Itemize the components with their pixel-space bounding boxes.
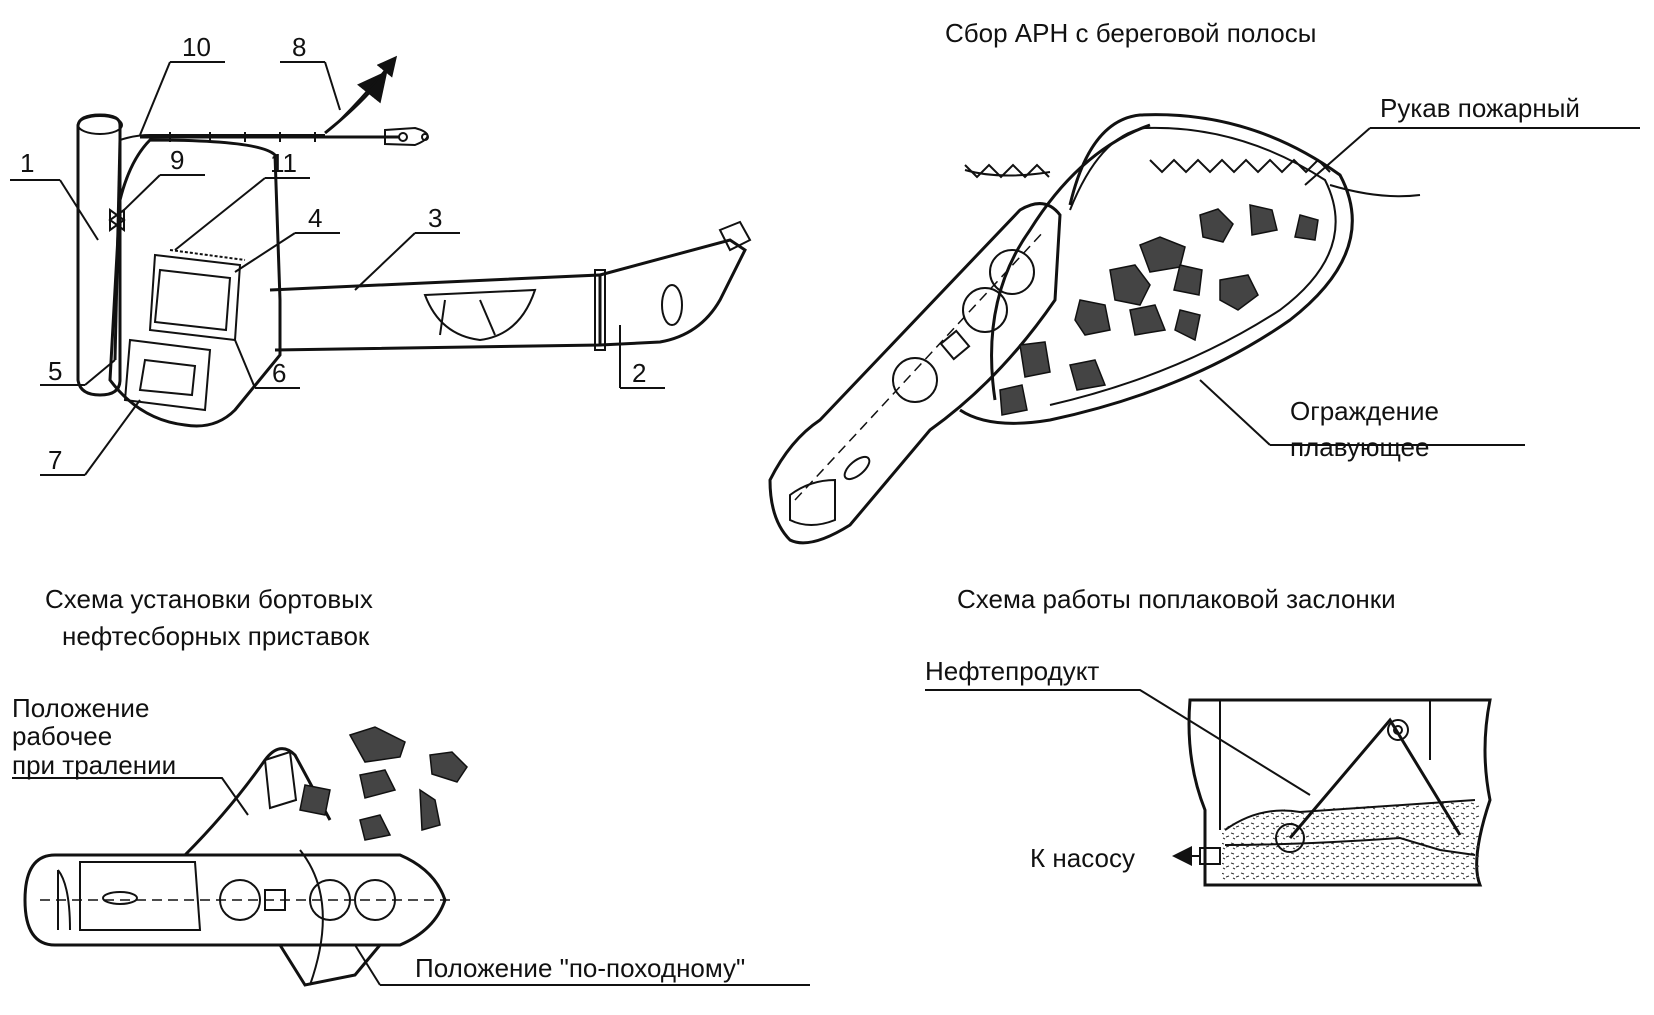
callout-6: 6 xyxy=(272,358,286,388)
liquid-layer xyxy=(1222,800,1480,880)
head-section-2 xyxy=(599,238,747,347)
oil-slicks-shore xyxy=(999,204,1319,416)
float-flap xyxy=(1288,717,1462,839)
label-to-pump: К насосу xyxy=(1030,843,1135,873)
arm-3 xyxy=(269,273,602,352)
callout-4: 4 xyxy=(308,203,322,233)
side-attachments-diagram: Схема установки бортовых нефтесборных пр… xyxy=(12,584,810,987)
float-valve-diagram: Схема работы поплаковой заслонки Нефтепр… xyxy=(925,584,1492,887)
main-housing xyxy=(108,138,282,428)
label-fire-hose: Рукав пожарный xyxy=(1380,93,1580,123)
valve-title: Схема работы поплаковой заслонки xyxy=(957,584,1396,614)
side-title-2: нефтесборных приставок xyxy=(62,621,370,651)
label-working-3: при тралении xyxy=(12,750,176,780)
side-title-1: Схема установки бортовых xyxy=(45,584,373,614)
floating-boom xyxy=(959,113,1354,425)
label-working-1: Положение xyxy=(12,693,149,723)
float-body xyxy=(76,113,122,397)
callout-7: 7 xyxy=(48,445,62,475)
shore-boat-hull xyxy=(768,202,1062,545)
main-device-diagram: 1 2 3 4 5 6 7 8 9 10 11 xyxy=(10,32,752,476)
callout-2: 2 xyxy=(632,358,646,388)
callout-8: 8 xyxy=(292,32,306,62)
side-boat-hull xyxy=(23,853,447,947)
transport-arm xyxy=(278,944,382,987)
callout-10: 10 xyxy=(182,32,211,62)
shore-title: Сбор АРН с береговой полосы xyxy=(945,18,1316,48)
oil-slicks-side xyxy=(299,726,468,841)
label-oil-product: Нефтепродукт xyxy=(925,656,1099,686)
callout-11: 11 xyxy=(270,148,297,178)
shore-collection-diagram: Сбор АРН с береговой полосы xyxy=(768,18,1640,545)
callout-9: 9 xyxy=(170,145,184,175)
callout-5: 5 xyxy=(48,356,62,386)
fire-hose xyxy=(990,123,1151,401)
callout-3: 3 xyxy=(428,203,442,233)
label-floating-boom-1: Ограждение xyxy=(1290,396,1439,426)
callout-1: 1 xyxy=(20,148,34,178)
label-working-2: рабочее xyxy=(12,721,112,751)
working-arm xyxy=(183,747,332,857)
label-transport: Положение "по-походному" xyxy=(415,953,745,983)
label-floating-boom-2: плавующее xyxy=(1290,432,1429,462)
